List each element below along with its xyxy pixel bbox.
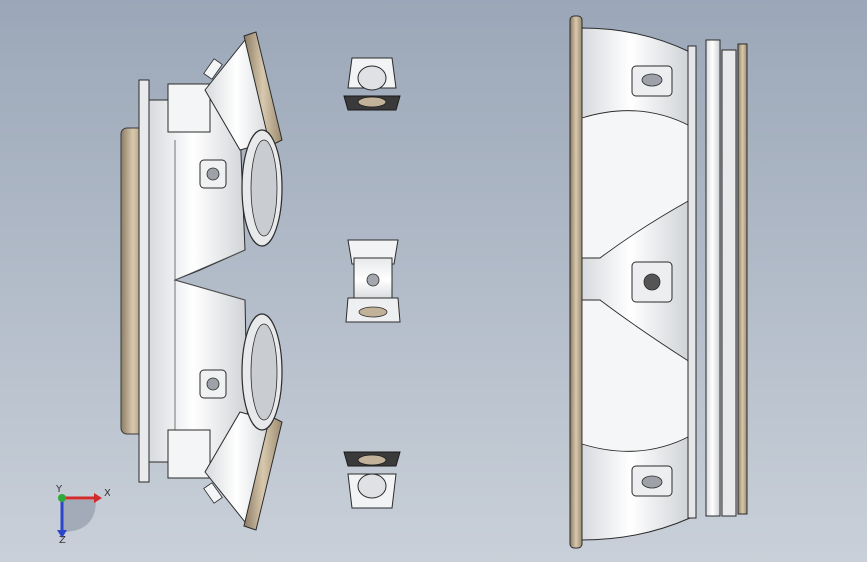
left-base-plate <box>138 79 150 483</box>
middle-bottom-part <box>343 451 401 509</box>
z-axis-label: Z <box>59 535 66 544</box>
left-lower-round-port-inner <box>250 323 278 421</box>
right-lower-pad-hole <box>641 475 663 489</box>
x-axis-arrow <box>94 493 102 503</box>
left-body-crease <box>174 140 246 430</box>
right-center-pad-hole <box>643 273 661 291</box>
right-upper-pad-hole <box>641 73 663 87</box>
x-axis-label: X <box>104 488 110 499</box>
middle-parts-view[interactable] <box>343 57 401 509</box>
right-flange-4 <box>737 43 748 515</box>
left-main-body <box>148 99 249 463</box>
middle-top-part <box>343 57 401 111</box>
left-lower-square-port-hole <box>206 377 220 391</box>
y-axis-dot <box>58 494 66 502</box>
left-side-view[interactable] <box>120 31 283 531</box>
middle-center-part <box>345 239 401 323</box>
left-lower-box <box>167 429 211 479</box>
right-left-flange <box>569 15 583 549</box>
right-flange-1 <box>687 45 697 519</box>
left-upper-pipe-flange <box>243 31 283 147</box>
z-axis-arrow <box>57 530 67 538</box>
coordinate-triad: X Y Z <box>55 484 110 544</box>
y-axis-label: Y <box>55 484 63 495</box>
right-flange-3 <box>721 49 737 517</box>
left-lower-pipe-flange <box>243 415 283 531</box>
left-upper-round-port-inner <box>250 139 278 237</box>
left-upper-box <box>167 83 211 133</box>
right-top-view[interactable] <box>569 15 748 549</box>
right-flange-2 <box>705 39 721 517</box>
left-upper-square-port-hole <box>206 167 220 181</box>
left-lower-stub <box>203 482 223 504</box>
triad-shadow <box>62 500 96 532</box>
left-upper-stub <box>203 58 223 80</box>
